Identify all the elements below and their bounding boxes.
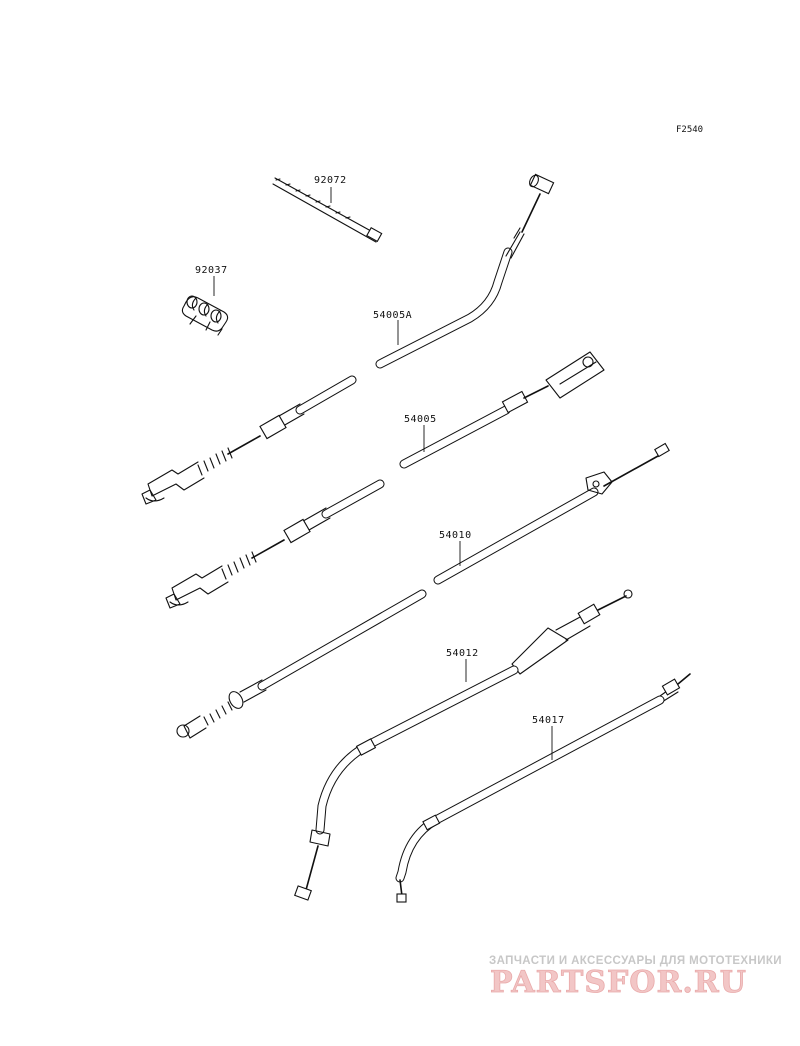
label-54005: 54005 bbox=[404, 414, 437, 425]
label-54010: 54010 bbox=[439, 530, 472, 541]
cable-54005a-part[interactable] bbox=[375, 173, 555, 369]
cable-54012-part[interactable] bbox=[294, 589, 633, 901]
cable-clamp-part[interactable] bbox=[181, 295, 229, 336]
cable-tie-part[interactable] bbox=[272, 177, 383, 243]
label-54005a: 54005A bbox=[373, 310, 412, 321]
label-92037: 92037 bbox=[195, 265, 228, 276]
cable-left-upper-part[interactable] bbox=[141, 375, 357, 505]
figure-code: F2540 bbox=[676, 125, 703, 135]
cable-54017-part[interactable] bbox=[395, 673, 691, 903]
watermark-brand: PARTSFOR.RU bbox=[490, 965, 747, 1000]
cable-54005-part[interactable] bbox=[399, 351, 605, 469]
watermark-tagline: ЗАПЧАСТИ И АКСЕССУАРЫ ДЛЯ МОТОТЕХНИКИ bbox=[489, 955, 782, 967]
cable-54010-part[interactable] bbox=[176, 442, 670, 739]
label-54017: 54017 bbox=[532, 715, 565, 726]
label-54012: 54012 bbox=[446, 648, 479, 659]
cable-left-middle-part[interactable] bbox=[165, 479, 385, 609]
label-92072: 92072 bbox=[314, 175, 347, 186]
